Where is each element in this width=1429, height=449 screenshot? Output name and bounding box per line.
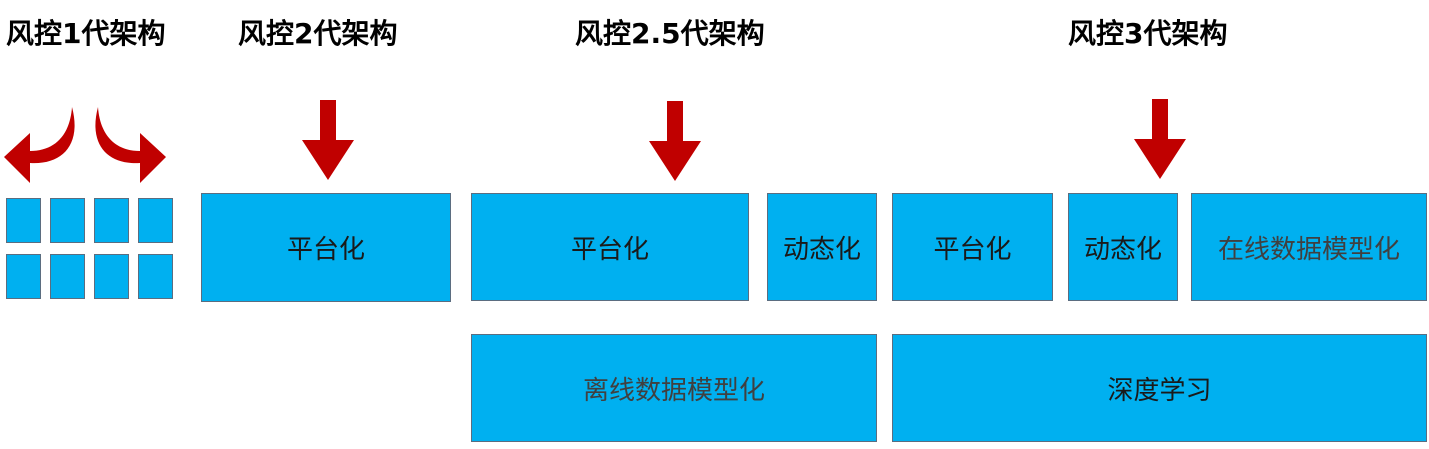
title-gen2: 风控2代架构 (238, 17, 398, 50)
grid-cell (6, 254, 41, 299)
gen2-platform-box: 平台化 (201, 193, 451, 302)
grid-cell (50, 254, 85, 299)
curved-arrow-left-icon (4, 107, 75, 183)
gen2-5-offline-model-box: 离线数据模型化 (471, 334, 877, 442)
gen3-deep-learning-box: 深度学习 (892, 334, 1427, 442)
grid-cell (138, 254, 173, 299)
curved-arrow-right-icon (95, 107, 166, 183)
gen3-online-model-box: 在线数据模型化 (1191, 193, 1427, 301)
gen2-5-dynamic-box: 动态化 (767, 193, 877, 301)
grid-cell (94, 254, 129, 299)
down-arrow-icon (649, 101, 701, 181)
grid-cell (6, 198, 41, 243)
grid-cell (50, 198, 85, 243)
grid-cell (94, 198, 129, 243)
gen3-platform-box: 平台化 (892, 193, 1053, 301)
gen3-dynamic-box: 动态化 (1068, 193, 1178, 301)
gen2-5-platform-box: 平台化 (471, 193, 749, 301)
down-arrow-icon (1134, 99, 1186, 179)
down-arrow-icon (302, 100, 354, 180)
title-gen2-5: 风控2.5代架构 (575, 17, 765, 50)
grid-cell (138, 198, 173, 243)
title-gen1: 风控1代架构 (6, 17, 166, 50)
title-gen3: 风控3代架构 (1068, 17, 1228, 50)
